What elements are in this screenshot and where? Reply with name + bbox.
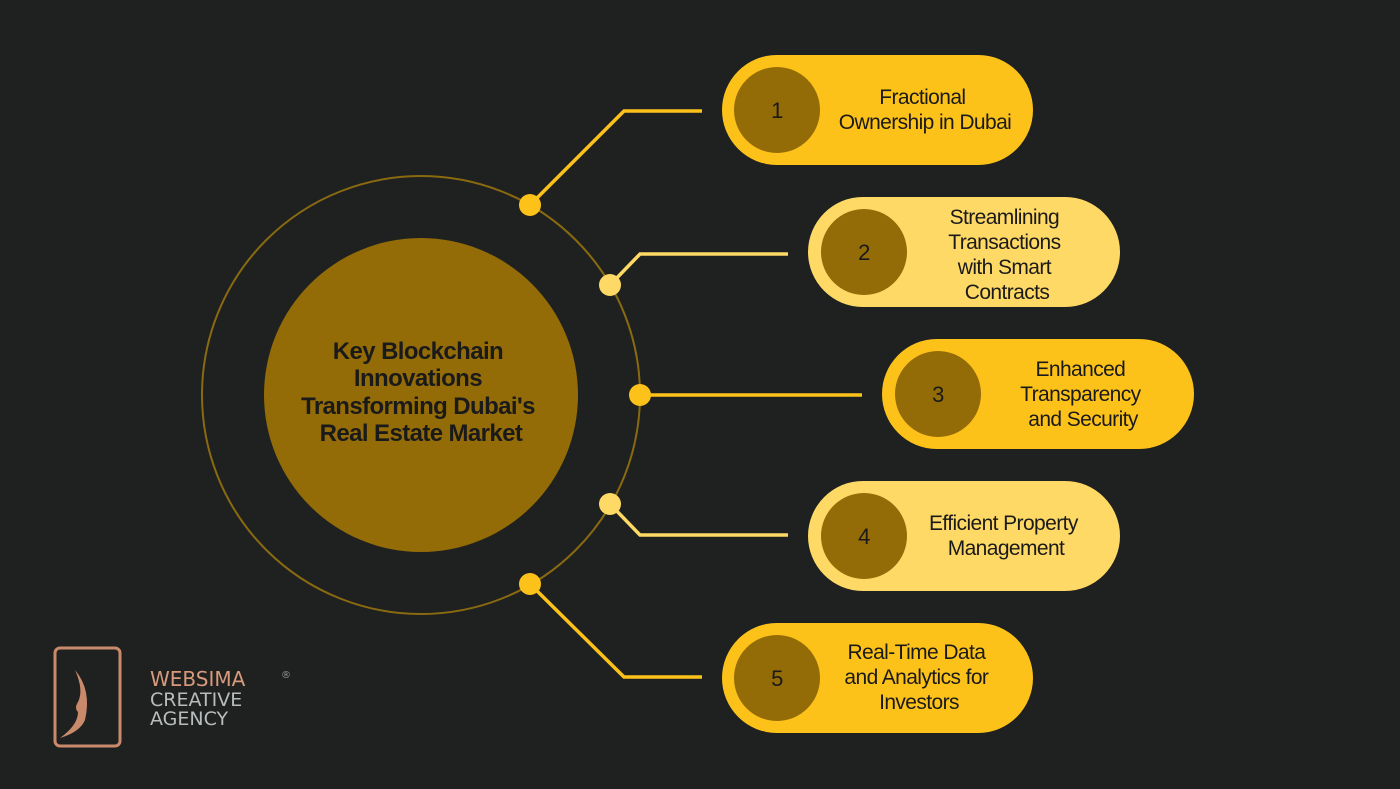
item-number: 4 (858, 524, 870, 549)
connectors (528, 109, 862, 679)
item-label: Fractional Ownership in Dubai (839, 86, 1011, 134)
node-dot-3 (629, 384, 651, 406)
number-badge (895, 351, 981, 437)
item-label: Real-Time Data and Analytics for Investo… (844, 641, 993, 714)
item-label: Enhanced Transparency and Security (1020, 358, 1146, 431)
logo-brand: WEBSIMA (150, 667, 246, 691)
item-number: 5 (771, 666, 783, 691)
item-number: 2 (858, 240, 870, 265)
connector-1 (528, 109, 702, 207)
item-5: 5 Real-Time Data and Analytics for Inves… (722, 623, 1033, 733)
item-1: 1 Fractional Ownership in Dubai (722, 55, 1033, 165)
number-badge (821, 493, 907, 579)
item-number: 3 (932, 382, 944, 407)
item-2: 2 Streamlining Transactions with Smart C… (808, 197, 1120, 307)
item-label: Efficient Property Management (929, 512, 1083, 560)
node-dot-1 (519, 194, 541, 216)
connector-4 (608, 502, 788, 537)
number-badge (821, 209, 907, 295)
number-badge (734, 67, 820, 153)
node-dot-5 (519, 573, 541, 595)
connector-5 (528, 582, 702, 679)
logo-line2: CREATIVE (150, 689, 242, 711)
center-circle (264, 238, 578, 552)
connector-2 (608, 252, 788, 287)
item-label: Streamlining Transactions with Smart Con… (948, 206, 1066, 304)
logo-frame-icon (53, 646, 122, 748)
node-dot-4 (599, 493, 621, 515)
item-4: 4 Efficient Property Management (808, 481, 1120, 591)
number-badge (734, 635, 820, 721)
logo-registered: ® (281, 670, 291, 681)
websima-logo: WEBSIMA ® CREATIVE AGENCY (53, 646, 291, 748)
logo-line3: AGENCY (150, 708, 229, 730)
item-number: 1 (771, 98, 783, 123)
center-title: Key Blockchain Innovations Transforming … (301, 338, 541, 447)
item-3: 3 Enhanced Transparency and Security (882, 339, 1194, 449)
node-dot-2 (599, 274, 621, 296)
logo-face-icon (60, 670, 88, 738)
